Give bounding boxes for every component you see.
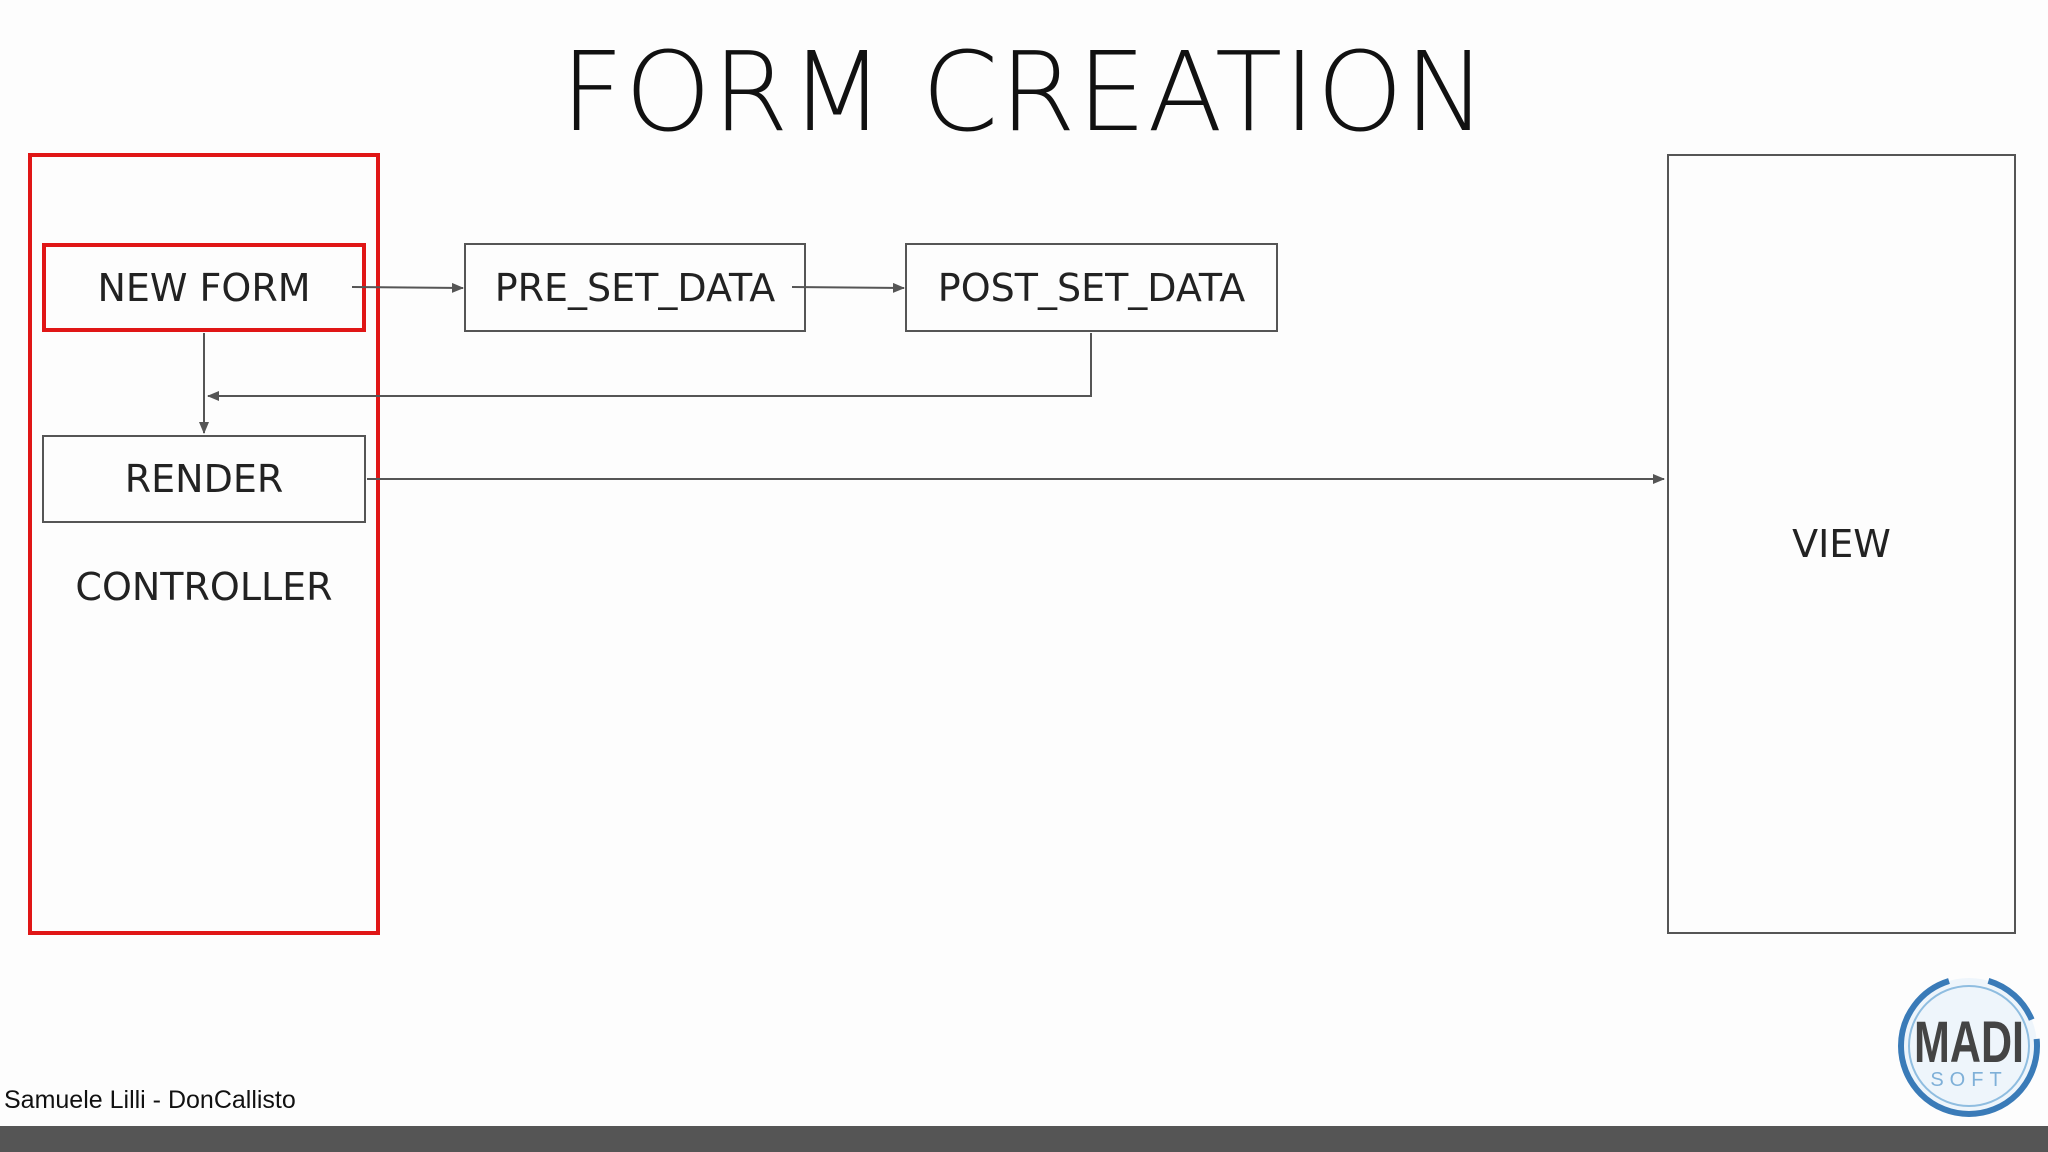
controller-label: CONTROLLER xyxy=(75,565,333,609)
view-label: VIEW xyxy=(1792,522,1891,566)
render-box: RENDER xyxy=(42,435,366,523)
svg-text:MADI: MADI xyxy=(1914,1010,2024,1075)
controller-container xyxy=(28,153,380,935)
pre-set-data-label: PRE_SET_DATA xyxy=(494,265,776,310)
arrow-new-form-to-pre-set-data xyxy=(351,282,464,293)
author-credit: Samuele Lilli - DonCallisto xyxy=(4,1086,296,1114)
svg-text:SOFT: SOFT xyxy=(1930,1069,2007,1091)
arrow-pre-set-data-to-post-set-data xyxy=(791,282,905,293)
post-set-data-label: POST_SET_DATA xyxy=(937,265,1246,310)
madi-soft-logo: MADI SOFT xyxy=(1892,972,2042,1120)
new-form-box: NEW FORM xyxy=(42,243,366,332)
render-label: RENDER xyxy=(124,457,284,501)
view-box: VIEW xyxy=(1667,154,2016,934)
new-form-label: NEW FORM xyxy=(97,265,311,310)
post-set-data-box: POST_SET_DATA xyxy=(905,243,1278,332)
bottom-bar xyxy=(0,1126,2048,1152)
arrow-post-set-data-back xyxy=(207,333,1092,401)
pre-set-data-box: PRE_SET_DATA xyxy=(464,243,806,332)
slide-title: FORM CREATION xyxy=(560,28,1488,156)
